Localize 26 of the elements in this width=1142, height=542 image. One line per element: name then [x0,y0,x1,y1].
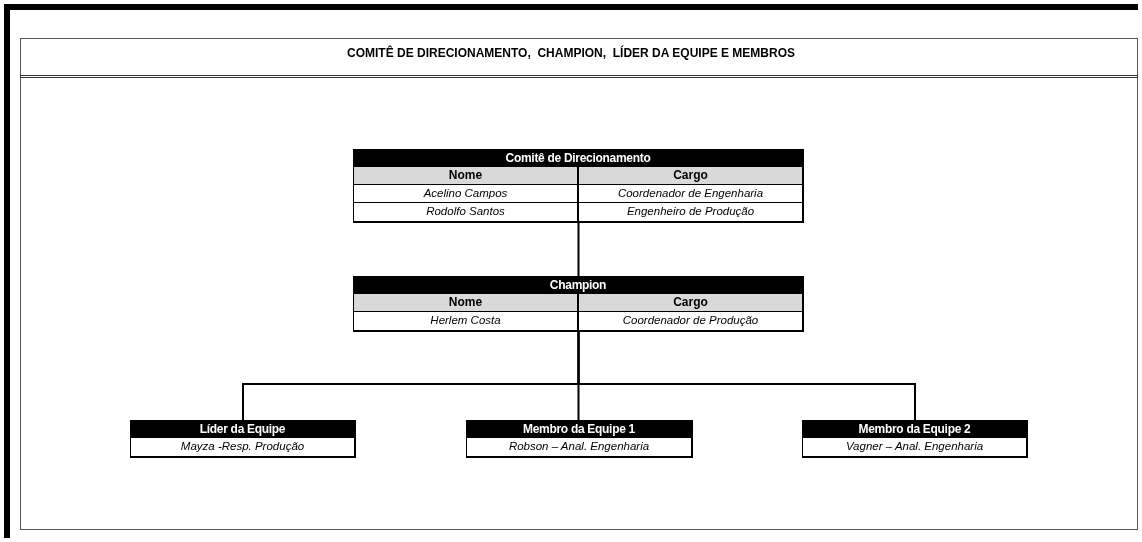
connector-line [577,331,916,421]
column-header: Nome [354,167,579,185]
table-cell: Herlem Costa [354,312,579,330]
table-cell: Coordenador de Engenharia [579,185,802,203]
table-cell: Acelino Campos [354,185,579,203]
table-cell-text: Mayza -Resp. Produção [179,439,306,454]
table-cell-text: Coordenador de Produção [621,313,760,328]
column-header: Cargo [579,294,802,312]
org-table [353,276,804,332]
table-cell-text: Engenheiro de Produção [625,204,756,219]
column-header: Nome [354,294,579,312]
table-heading: Líder da Equipe [131,420,354,438]
connector-line [577,222,580,277]
table-cell-text: Robson – Anal. Engenharia [507,439,651,454]
column-header: Cargo [579,167,802,185]
table-heading: Champion [354,276,802,294]
org-table [130,420,356,458]
table-cell-text: Vagner – Anal. Engenharia [844,439,985,454]
table-heading: Membro da Equipe 1 [467,420,691,438]
title: COMITÊ DE DIRECIONAMENTO, CHAMPION, LÍDER DA EQUIPE E MEMBROS [346,46,796,60]
table-heading: Membro da Equipe 2 [803,420,1026,438]
table-cell: Rodolfo Santos [354,203,579,221]
org-table [802,420,1028,458]
org-table [353,149,804,223]
table-heading: Comitê de Direcionamento [354,149,802,167]
org-table [466,420,693,458]
